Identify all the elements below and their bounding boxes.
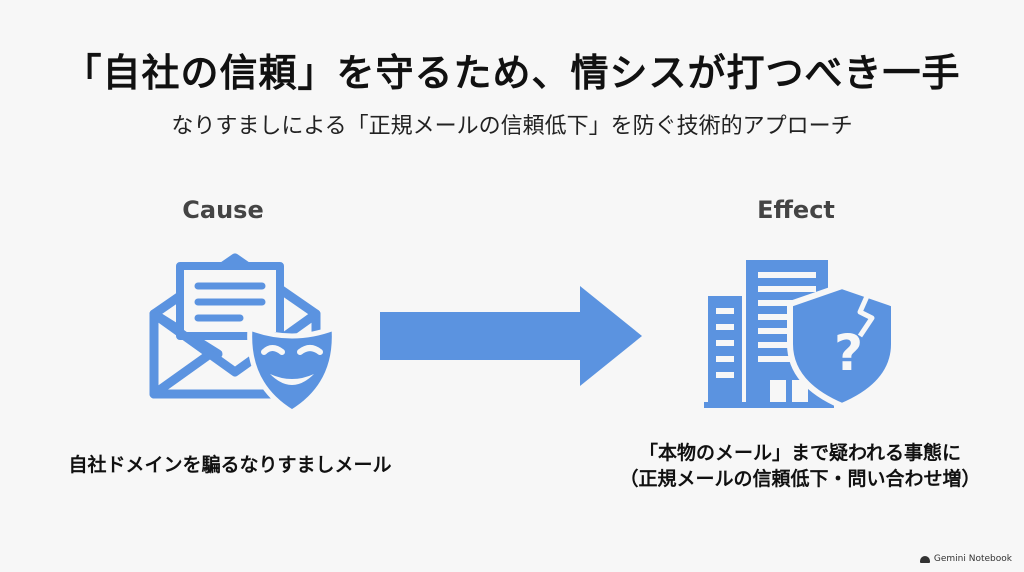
- building-with-broken-shield-icon: ?: [700, 252, 900, 412]
- effect-caption-line2: （正規メールの信頼低下・問い合わせ増）: [619, 468, 981, 490]
- envelope-with-mask-icon: [140, 244, 340, 415]
- arrow-right-icon: [380, 286, 642, 386]
- notebook-logo-icon: [919, 555, 930, 563]
- cause-caption: 自社ドメインを騙るなりすましメール: [68, 454, 392, 476]
- cause-label: Cause: [182, 196, 264, 224]
- effect-label: Effect: [757, 196, 835, 224]
- svg-text:?: ?: [834, 324, 863, 382]
- page-title: 「自社の信頼」を守るため、情シスが打つべき一手: [63, 51, 961, 95]
- page-subtitle: なりすましによる「正規メールの信頼低下」を防ぐ技術的アプローチ: [171, 114, 853, 139]
- watermark: Gemini Notebook: [919, 554, 1012, 564]
- effect-caption-line1: 「本物のメール」まで疑われる事態に: [638, 442, 962, 464]
- effect-caption: 「本物のメール」まで疑われる事態に （正規メールの信頼低下・問い合わせ増）: [590, 440, 1010, 492]
- watermark-text: Gemini Notebook: [933, 554, 1012, 564]
